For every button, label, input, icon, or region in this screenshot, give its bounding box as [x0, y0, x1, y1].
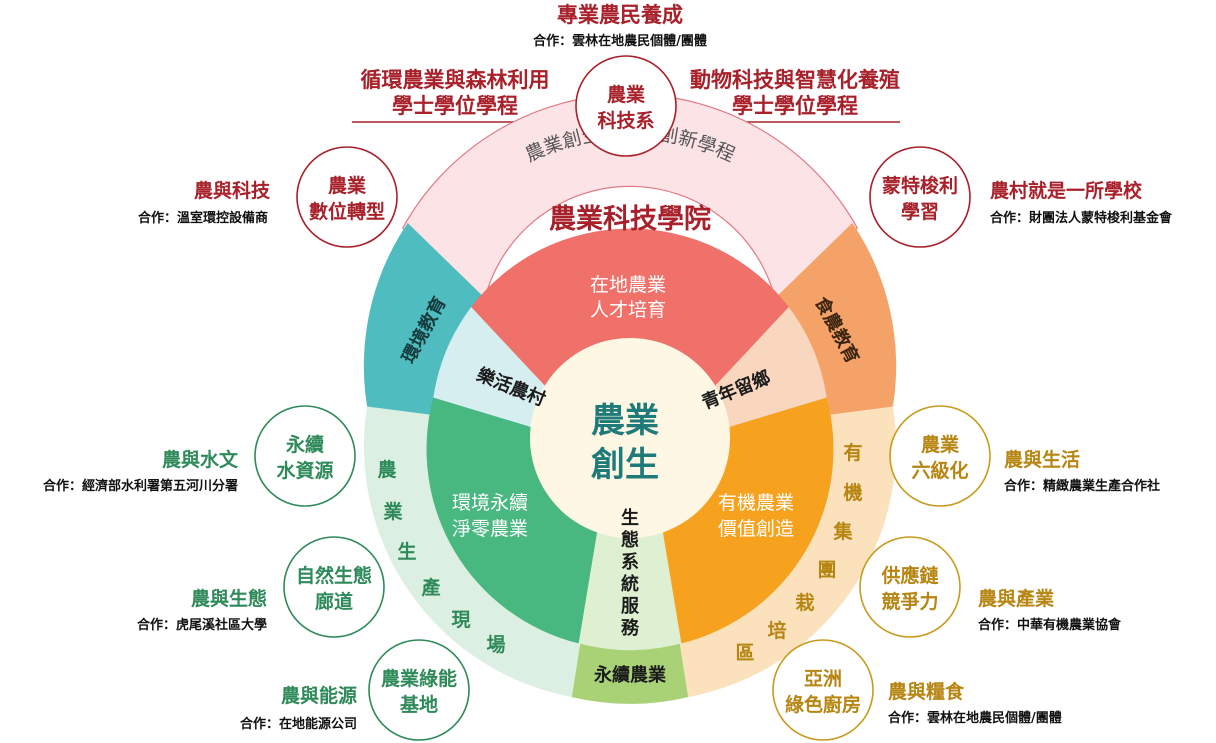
inner-ring: [426, 228, 834, 651]
eco-char: 統: [621, 573, 639, 595]
kitchen-title: 農與糧食: [888, 680, 965, 703]
org-char: 培: [767, 619, 786, 642]
youth-return-segment: [697, 307, 827, 428]
core-line2: 創生: [591, 445, 659, 485]
prod-char: 生: [397, 540, 416, 563]
energy-title: 農與能源: [281, 684, 357, 707]
digital-circle: [296, 146, 398, 248]
eco-char: 態: [621, 529, 639, 551]
satellite-water: 永續 水資源 農與水文 合作：經濟部水利署第五河川分署: [43, 405, 356, 507]
talent-line1: 在地農業: [590, 274, 666, 296]
water-line1: 永續: [285, 433, 324, 456]
digital-partner: 合作：溫室環控設備商: [138, 210, 268, 226]
montessori-partner: 合作：財團法人蒙特梭利基金會: [990, 210, 1173, 226]
satellite-digital: 農業 數位轉型 農與科技 合作：溫室環控設備商: [138, 146, 398, 248]
program-left-line2: 學士學位學程: [392, 94, 518, 118]
org-char: 有: [843, 441, 862, 464]
prod-char: 場: [486, 634, 505, 656]
eco-circle: [283, 536, 385, 638]
sixth-partner: 合作：精緻農業生產合作社: [1004, 478, 1160, 494]
eco-char: 生: [621, 507, 639, 529]
supply-line2: 競爭力: [881, 590, 938, 613]
satellite-supply: 供應鏈 競爭力 農與產業 合作：中華有機農業協會: [859, 536, 1122, 638]
sixth-line2: 六級化: [911, 459, 968, 482]
satellite-eco: 自然生態 廊道 農與生態 合作：虎尾溪社區大學: [137, 536, 385, 638]
energy-partner: 合作：在地能源公司: [240, 716, 357, 732]
org-char: 栽: [795, 591, 814, 614]
talent-line2: 人才培育: [590, 299, 666, 321]
prod-char: 產: [421, 576, 440, 599]
prod-char: 業: [382, 500, 403, 523]
net-zero-line2: 淨零農業: [452, 518, 528, 540]
org-char: 區: [735, 642, 754, 664]
energy-circle: [368, 639, 470, 741]
core-circle: [530, 338, 730, 538]
digital-line1: 農業: [328, 174, 367, 197]
supply-circle: [859, 536, 961, 638]
talent-segment: [471, 228, 789, 406]
water-partner: 合作：經濟部水利署第五河川分署: [43, 478, 238, 494]
water-line2: 水資源: [276, 459, 333, 482]
organic-value-line1: 有機農業: [718, 492, 794, 514]
kitchen-line1: 亞洲: [804, 668, 842, 690]
top-title: 專業農民養成: [557, 3, 683, 27]
eco-partner: 合作：虎尾溪社區大學: [137, 617, 267, 633]
satellite-energy: 農業綠能 基地 農與能源 合作：在地能源公司: [240, 639, 470, 741]
sustainable-agri-label: 永續農業: [593, 664, 667, 686]
organic-ring-label: 有 機 集 團 栽 培 區: [735, 441, 862, 664]
sixth-circle: [889, 405, 991, 507]
montessori-title: 農村就是一所學校: [990, 179, 1143, 202]
program-right-line2: 學士學位學程: [732, 94, 858, 118]
montessori-line2: 學習: [901, 201, 939, 223]
program-right-line1: 動物科技與智慧化養殖: [690, 68, 900, 92]
montessori-line1: 蒙特梭利: [882, 174, 958, 197]
leisure-village-segment: [433, 307, 563, 428]
eco-line2: 廊道: [315, 590, 353, 613]
organic-value-line2: 價值創造: [718, 518, 794, 540]
eco-title: 農與生態: [191, 587, 267, 610]
digital-title: 農與科技: [194, 179, 271, 202]
satellite-montessori: 蒙特梭利 學習 農村就是一所學校 合作：財團法人蒙特梭利基金會: [869, 146, 1173, 248]
ecosystem-services-label: 生 態 系 統 服 務: [621, 507, 640, 639]
water-title: 農與水文: [162, 448, 239, 471]
agri-tech-dept-line2: 科技系: [597, 109, 654, 132]
org-char: 集: [832, 520, 853, 543]
kitchen-circle: [772, 639, 874, 741]
agri-tech-dept-line1: 農業: [607, 83, 646, 106]
eco-char: 系: [621, 552, 639, 573]
supply-line1: 供應鏈: [880, 564, 938, 587]
supply-title: 農與產業: [978, 587, 1055, 610]
program-left-line1: 循環農業與森林利用: [361, 68, 550, 92]
top-partner: 合作：雲林在地農民個體/團體: [533, 33, 707, 49]
production-ring-label: 農 業 生 產 現 場: [377, 459, 505, 656]
energy-line1: 農業綠能: [381, 667, 457, 690]
kitchen-partner: 合作：雲林在地農民個體/團體: [888, 710, 1062, 726]
agri-tech-dept-circle: [575, 55, 677, 157]
satellite-sixth: 農業 六級化 農與生活 合作：精緻農業生產合作社: [889, 405, 1160, 507]
academy-title: 農業科技學院: [549, 203, 711, 235]
prod-char: 農: [377, 459, 396, 481]
sixth-line1: 農業: [921, 433, 960, 456]
sixth-title: 農與生活: [1004, 448, 1080, 471]
eco-char: 服: [621, 596, 640, 617]
org-char: 機: [843, 481, 862, 504]
kitchen-line2: 綠色廚房: [785, 693, 861, 716]
energy-line2: 基地: [399, 693, 438, 716]
eco-char: 務: [621, 617, 640, 639]
org-char: 團: [817, 559, 836, 581]
water-circle: [254, 405, 356, 507]
prod-char: 現: [451, 609, 470, 631]
supply-partner: 合作：中華有機農業協會: [978, 617, 1122, 633]
eco-line1: 自然生態: [296, 564, 372, 587]
net-zero-line1: 環境永續: [452, 492, 528, 514]
core-line1: 農業: [591, 401, 659, 441]
digital-line2: 數位轉型: [309, 200, 385, 223]
satellite-kitchen: 亞洲 綠色廚房 農與糧食 合作：雲林在地農民個體/團體: [772, 639, 1062, 741]
montessori-circle: [869, 146, 971, 248]
